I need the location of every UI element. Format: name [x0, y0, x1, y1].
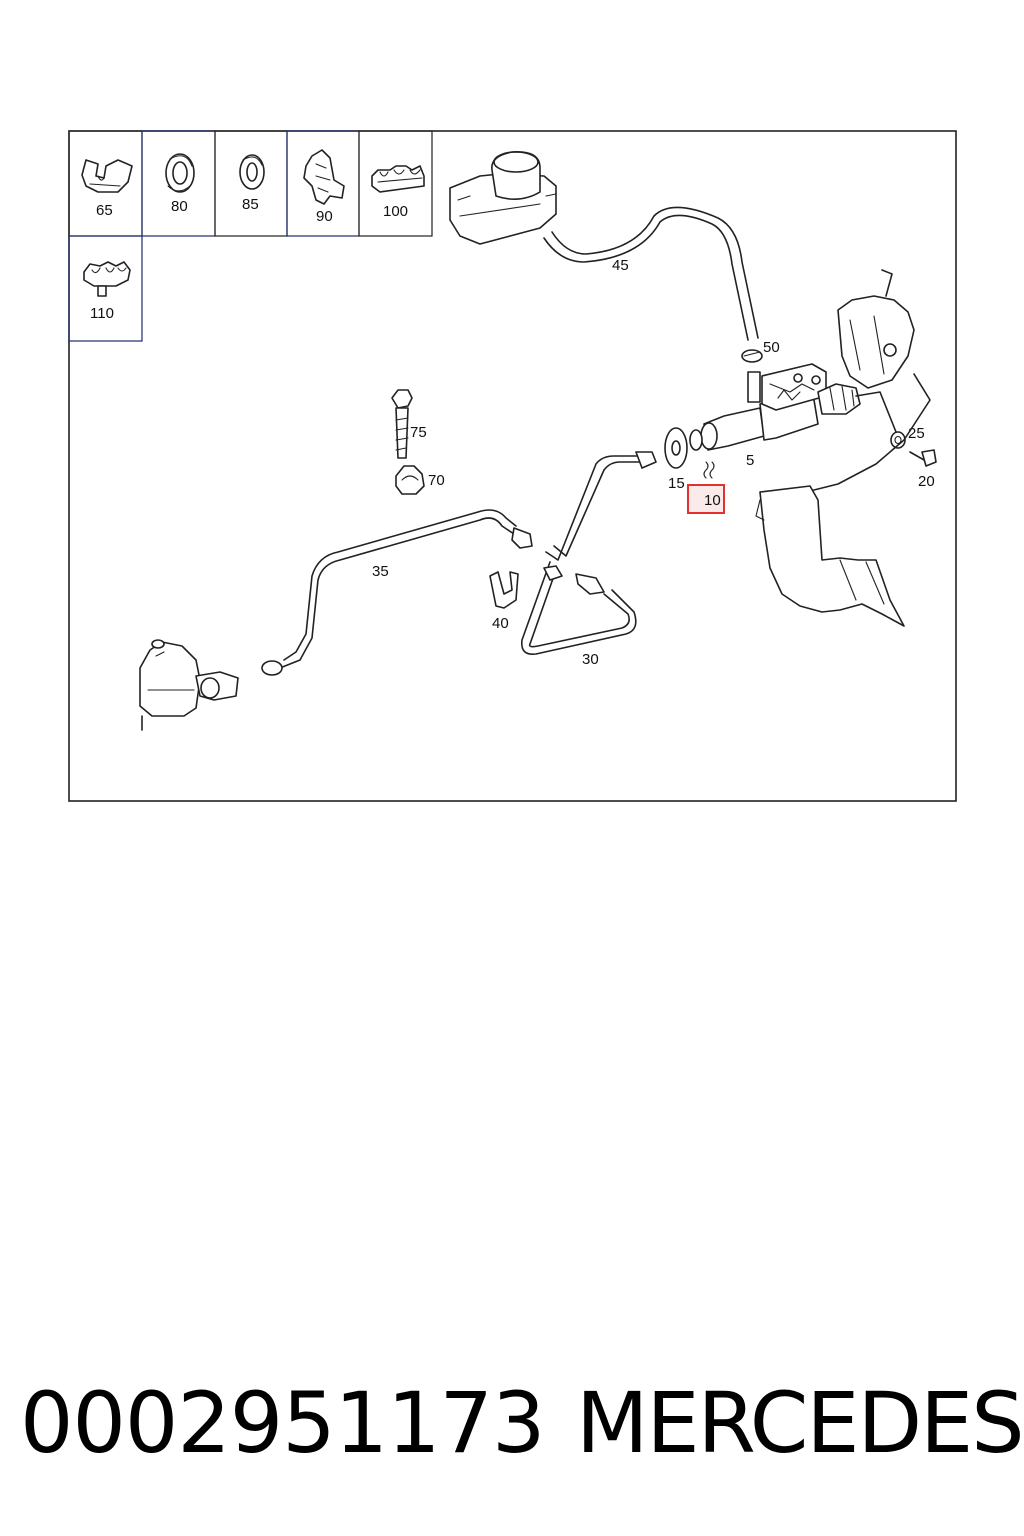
part-label-45: 45 — [612, 257, 629, 274]
hose-45 — [543, 206, 759, 341]
fluid-reservoir-illustration — [449, 151, 557, 245]
part-65-clip-icon — [81, 159, 133, 193]
highlight-box — [687, 484, 725, 514]
brand-name: MERCEDES — [576, 1374, 1024, 1472]
hydraulic-line-35 — [261, 509, 533, 676]
diagram-frame — [68, 130, 957, 802]
part-label-5: 5 — [746, 452, 754, 469]
hydraulic-line-30 — [520, 451, 657, 656]
part-label-15: 15 — [668, 475, 685, 492]
part-label-25: 25 — [908, 425, 925, 442]
part-label-10: 10 — [704, 492, 721, 509]
footer: 0002951173 MERCEDES — [0, 1368, 1024, 1478]
part-85-grommet-icon — [239, 154, 265, 190]
part-label-90: 90 — [316, 208, 333, 225]
part-label-50: 50 — [763, 339, 780, 356]
part-80-grommet-icon — [165, 153, 195, 193]
part-label-35: 35 — [372, 563, 389, 580]
part-40-clip — [489, 571, 519, 609]
part-label-65: 65 — [96, 202, 113, 219]
part-label-80: 80 — [171, 198, 188, 215]
part-10-highlight — [687, 461, 725, 514]
part-100-multi-clip-icon — [371, 165, 425, 193]
part-label-85: 85 — [242, 196, 259, 213]
part-50-hose-clamp — [741, 349, 763, 363]
part-number: 0002951173 — [20, 1374, 545, 1472]
part-75-bolt — [391, 389, 413, 459]
part-label-75: 75 — [410, 424, 427, 441]
part-label-30: 30 — [582, 651, 599, 668]
part-70-holder — [395, 465, 425, 495]
part-label-100: 100 — [383, 203, 408, 220]
part-20-bolt — [909, 449, 937, 467]
part-label-40: 40 — [492, 615, 509, 632]
small-parts-grid — [68, 130, 433, 342]
clutch-slave-cylinder-illustration — [139, 639, 239, 731]
part-25-washer — [890, 431, 906, 449]
part-label-110: 110 — [90, 305, 114, 322]
part-90-clip-icon — [303, 149, 345, 205]
part-label-70: 70 — [428, 472, 445, 489]
pedal-bracket-illustration — [755, 269, 931, 627]
part-15-seal — [664, 427, 703, 469]
clutch-master-cylinder-5 — [700, 363, 897, 451]
part-110-multi-clip-icon — [83, 261, 131, 297]
part-label-20: 20 — [918, 473, 935, 490]
